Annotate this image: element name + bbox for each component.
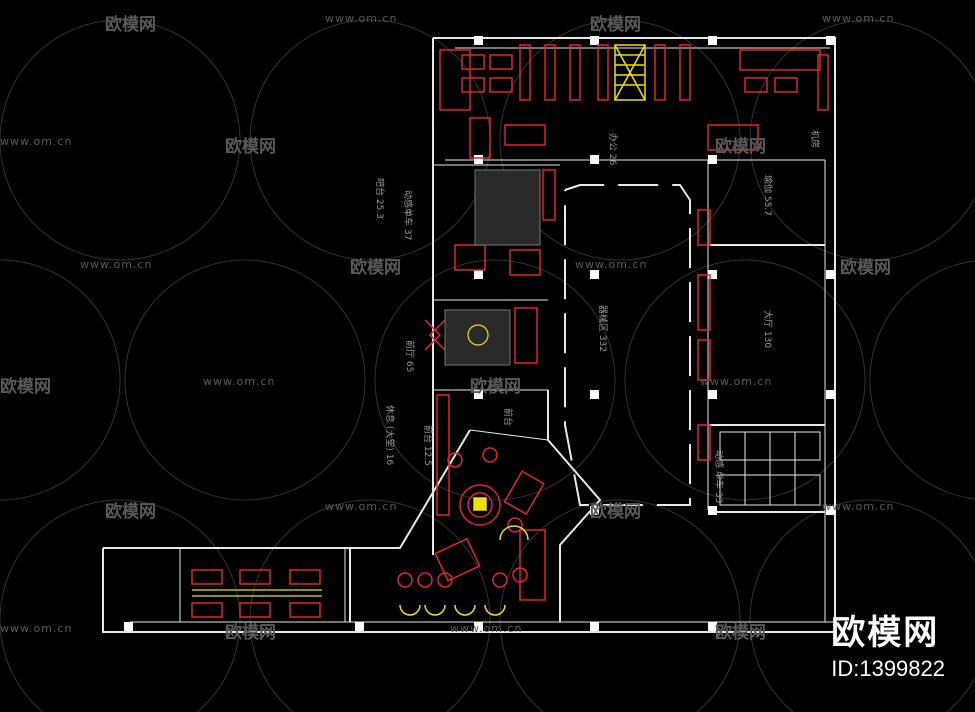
room-label-top-office: 办公 26: [607, 133, 619, 166]
watermark-url: www.om.cn: [325, 12, 398, 25]
brand-name: 欧模网: [831, 613, 940, 653]
right-benches: [719, 431, 821, 506]
walls: [102, 37, 836, 633]
watermark-url: www.om.cn: [80, 258, 153, 271]
annex-furniture: [191, 569, 321, 618]
brand-badge: 欧模网 ID:1399822: [831, 605, 945, 682]
left-furniture: [424, 169, 556, 516]
watermark-logo: 欧模网: [715, 623, 766, 643]
watermark-logo: 欧模网: [470, 377, 521, 397]
watermark-url: www.om.cn: [700, 375, 773, 388]
room-label-left-low-2: 前台 12.5: [422, 425, 434, 466]
room-label-left-vert-2: 吧台 25.3: [374, 178, 386, 219]
watermark-circles: [0, 19, 975, 712]
watermark-logo: 欧模网: [105, 15, 156, 35]
watermark-logo: 欧模网: [225, 623, 276, 643]
left-gray-floor: [444, 169, 541, 366]
watermark-logo: 欧模网: [590, 502, 641, 522]
locker-furniture: [439, 44, 829, 159]
watermark-url: www.om.cn: [575, 258, 648, 271]
watermark-logo: 欧模网: [225, 137, 276, 157]
watermark-logo: 欧模网: [0, 377, 51, 397]
watermark-url: www.om.cn: [203, 375, 276, 388]
room-label-reception: 前台: [502, 408, 514, 426]
room-label-right-mid: 大厅 130: [762, 310, 774, 348]
room-label-left-vert-1: 动感单车 37: [402, 190, 414, 240]
watermark-url: www.om.cn: [822, 12, 895, 25]
right-furniture: [697, 209, 711, 461]
watermark-logo: 欧模网: [840, 258, 891, 278]
watermark-logo: 欧模网: [350, 258, 401, 278]
rug: [467, 324, 489, 346]
equipment-zone: [564, 184, 691, 506]
watermark-url: www.om.cn: [822, 500, 895, 513]
room-label-right-top: 瑜伽 55.7: [762, 175, 774, 216]
watermark-url: www.om.cn: [0, 622, 73, 635]
columns: [124, 36, 835, 631]
reception-furniture: [397, 447, 546, 601]
watermark-url: www.om.cn: [0, 135, 73, 148]
room-label-left-low-1: 休息 (大堂) 16: [384, 405, 396, 465]
watermark-logo: 欧模网: [715, 137, 766, 157]
watermark-logo: 欧模网: [105, 502, 156, 522]
watermark-logo: 欧模网: [590, 15, 641, 35]
brand-id: ID:1399822: [831, 656, 945, 681]
watermark-url: www.om.cn: [450, 622, 523, 635]
annex-yellow: [192, 589, 322, 597]
room-label-right-corner: 机房: [809, 130, 821, 148]
watermark-url: www.om.cn: [325, 500, 398, 513]
room-label-left-mid: 前厅 65: [404, 340, 416, 372]
reception-yellow: [399, 497, 529, 616]
room-label-center: 器械区 332: [597, 305, 609, 352]
yellow-stair: [614, 44, 646, 101]
room-label-right-low: 动感 单车 33: [713, 450, 725, 503]
